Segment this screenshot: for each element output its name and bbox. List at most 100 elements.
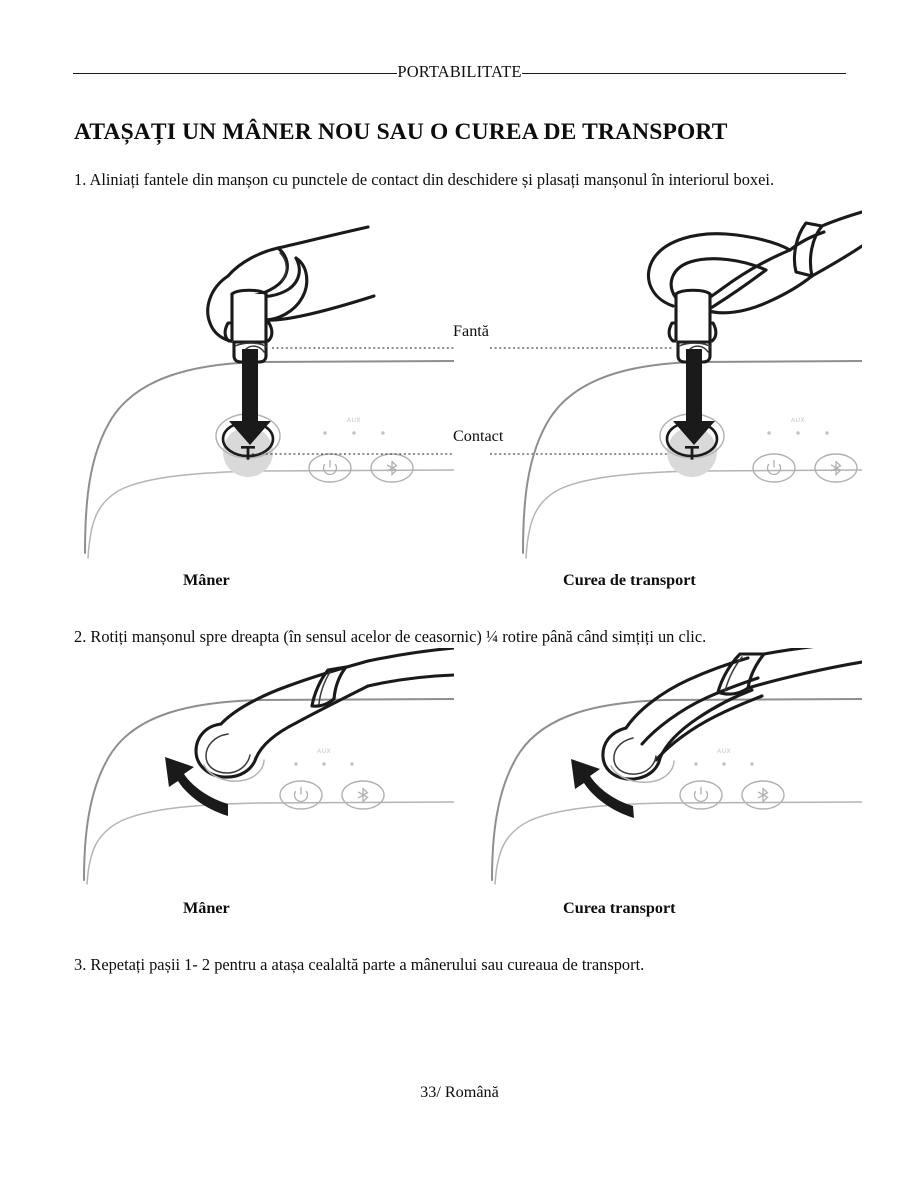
page-title: ATAȘAȚI UN MÂNER NOU SAU O CUREA DE TRAN…	[74, 118, 728, 145]
figure-handle-rotate: AUX	[82, 648, 454, 888]
collar-foot-crease	[678, 342, 712, 348]
handle-strap-tail-lower	[262, 294, 376, 322]
indicator-dot-2	[352, 431, 356, 435]
header-rule-left	[73, 73, 398, 74]
aux-label: AUX	[717, 748, 731, 755]
speaker-top-edge	[83, 698, 454, 881]
strap-tail-top	[762, 648, 816, 656]
collar-barrel-top	[230, 288, 268, 296]
collar-foot	[232, 340, 268, 364]
step-3-text: 3. Repetați pașii 1- 2 pentru a atașa ce…	[74, 955, 645, 975]
indicator-dot-3	[825, 431, 829, 435]
handle-strap-lower-arc	[262, 256, 309, 322]
callout-slot-label: Fantă	[453, 322, 489, 340]
collar-key-crease	[245, 345, 265, 353]
strap-outer-loop-top	[724, 232, 792, 252]
step-2-text: 2. Rotiți manșonul spre dreapta (în sens…	[74, 627, 707, 647]
speaker-top-edge	[84, 360, 454, 554]
strap-keeper-band	[716, 652, 766, 696]
strap-inner-loop-upper	[669, 257, 768, 300]
callout-contact-label: Contact	[453, 427, 504, 445]
bluetooth-icon	[357, 787, 369, 803]
power-icon	[766, 459, 782, 476]
strap-tail-upper	[788, 230, 826, 252]
collar-barrel-sides	[674, 292, 712, 342]
strap-loop-inner	[613, 737, 657, 775]
strap-outer-loop-left	[646, 232, 728, 308]
strap-tail-bottom	[746, 660, 862, 690]
power-icon	[293, 786, 309, 803]
collar-barrel-fill	[676, 294, 710, 342]
strap-end-lower	[810, 244, 862, 278]
collar-foot-crease	[234, 342, 268, 348]
aux-label: AUX	[791, 417, 805, 424]
strap-lower-edge	[658, 688, 754, 760]
strap-keeper	[792, 221, 824, 278]
strap-second-band-upper	[640, 676, 760, 746]
collar-slot-notch	[686, 353, 695, 364]
indicator-dot-1	[694, 762, 698, 766]
indicator-dot-1	[294, 762, 298, 766]
handle-keeper-crease	[318, 671, 331, 705]
bluetooth-button	[341, 780, 385, 810]
strap-loop-outer	[601, 726, 662, 781]
caption-row1-right: Curea de transport	[563, 571, 696, 589]
collar-shoulder	[223, 321, 274, 343]
handle-strap-top	[226, 246, 280, 278]
figure-handle-insert: AUX	[82, 206, 454, 561]
bluetooth-button	[814, 453, 858, 483]
power-button	[279, 780, 323, 810]
rotation-arrow	[571, 759, 634, 818]
indicator-dot-1	[767, 431, 771, 435]
speaker-top-edge	[491, 698, 862, 881]
speaker-lower-edge	[525, 469, 862, 559]
indicator-dot-3	[750, 762, 754, 766]
collar-barrel-sides	[230, 292, 268, 342]
power-button	[752, 453, 796, 483]
handle-strap-top-edge	[219, 659, 370, 726]
strap-end-upper	[820, 210, 862, 228]
bluetooth-icon	[830, 460, 842, 476]
indicator-dot-3	[350, 762, 354, 766]
collar-key-crease	[689, 345, 709, 353]
collar-slot-notch	[242, 353, 251, 364]
page-footer: 33/ Română	[420, 1083, 499, 1101]
power-button	[679, 780, 723, 810]
handle-strap-fold-crease	[279, 252, 287, 282]
strap-second-band-lower	[654, 694, 764, 762]
speaker-lower-edge	[87, 469, 454, 559]
power-icon	[693, 786, 709, 803]
power-button	[308, 453, 352, 483]
handle-keeper-band	[310, 665, 348, 708]
rotation-arrow	[165, 757, 228, 816]
handle-strap-tail-upper	[276, 225, 370, 250]
speaker-lower-edge	[86, 801, 454, 885]
indicator-dot-2	[722, 762, 726, 766]
power-icon	[322, 459, 338, 476]
indicator-dot-2	[322, 762, 326, 766]
speaker-lower-edge	[494, 801, 862, 885]
strap-loop-shadow	[610, 760, 675, 783]
collar-foot	[676, 340, 712, 364]
caption-row2-left: Mâner	[183, 899, 230, 917]
insertion-arrow	[229, 349, 271, 445]
indicator-dot-2	[796, 431, 800, 435]
bluetooth-button	[741, 780, 785, 810]
aux-label: AUX	[347, 417, 361, 424]
strap-tail-lower	[704, 274, 814, 315]
handle-loop-outer	[194, 722, 258, 779]
header-title: PORTABILITATE	[397, 62, 522, 81]
strap-keeper-crease	[724, 656, 743, 692]
figure-strap-rotate: AUX	[490, 648, 862, 888]
contact-key	[241, 446, 255, 460]
caption-row2-right: Curea transport	[563, 899, 676, 917]
figure-strap-insert: AUX	[490, 206, 862, 561]
bluetooth-icon	[757, 787, 769, 803]
running-header: PORTABILITATE	[73, 62, 846, 84]
bluetooth-icon	[386, 460, 398, 476]
header-rule-right	[521, 73, 846, 74]
handle-loop-inner	[205, 733, 251, 774]
caption-row1-left: Mâner	[183, 571, 230, 589]
handle-strap-upper	[254, 684, 370, 760]
